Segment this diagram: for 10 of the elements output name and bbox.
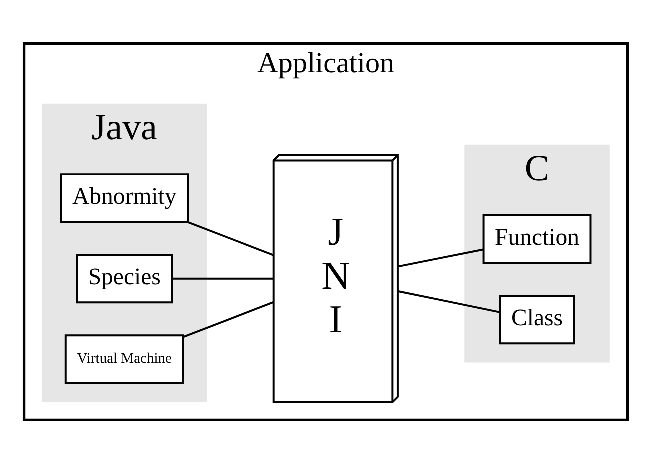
node-box: Class [499,294,576,344]
node-box: Virtual Machine [64,334,184,384]
node-box: Abnormity [60,173,190,223]
connector [398,248,484,268]
connector [188,220,274,256]
connector [183,301,274,338]
node-box: Function [482,214,592,264]
connector [172,277,274,280]
node-box: Species [76,254,174,304]
connector [398,290,500,313]
